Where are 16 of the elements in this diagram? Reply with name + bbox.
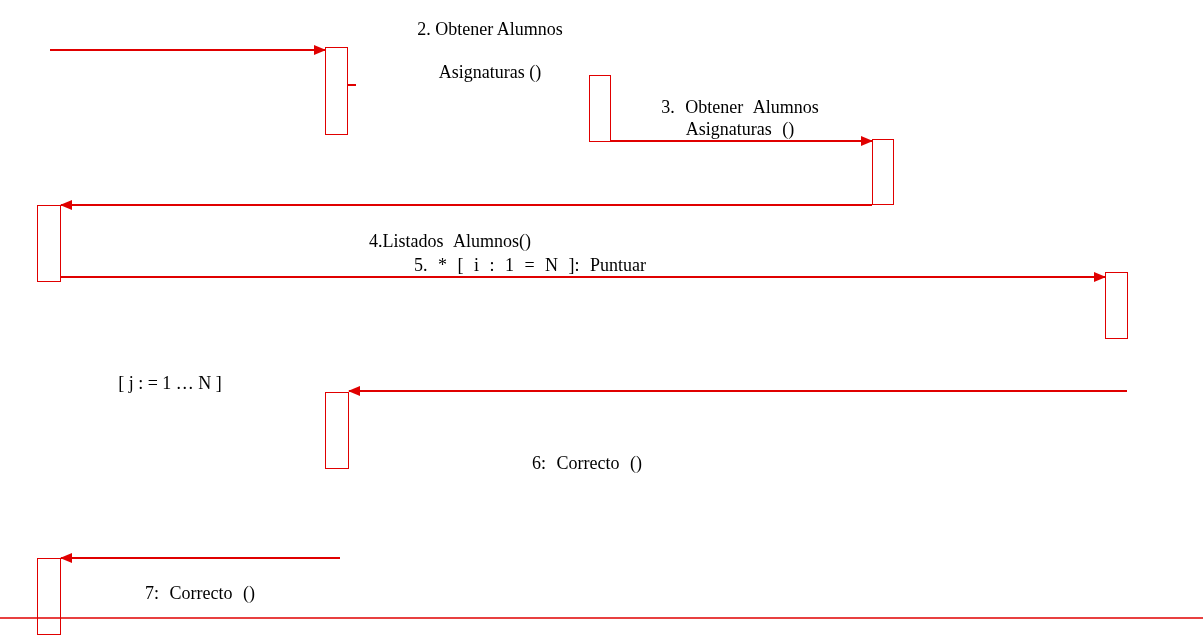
message-arrow <box>60 200 873 210</box>
activation-bar <box>325 392 349 469</box>
message-arrow <box>610 136 873 146</box>
message-arrow <box>60 553 341 563</box>
message-label: 2. Obtener Alumnos Asignaturas () <box>416 18 564 84</box>
activation-bar <box>37 205 61 282</box>
message-arrow <box>348 386 1128 396</box>
message-arrow <box>49 45 326 55</box>
message-line <box>347 84 357 86</box>
activation-bar <box>589 75 611 142</box>
message-arrow <box>60 272 1106 282</box>
activation-bar <box>1105 272 1128 339</box>
message-label: [ j : = 1 … N ] <box>117 372 223 394</box>
activation-bar <box>37 558 61 635</box>
activation-bar <box>325 47 348 135</box>
activation-bar <box>872 139 894 205</box>
